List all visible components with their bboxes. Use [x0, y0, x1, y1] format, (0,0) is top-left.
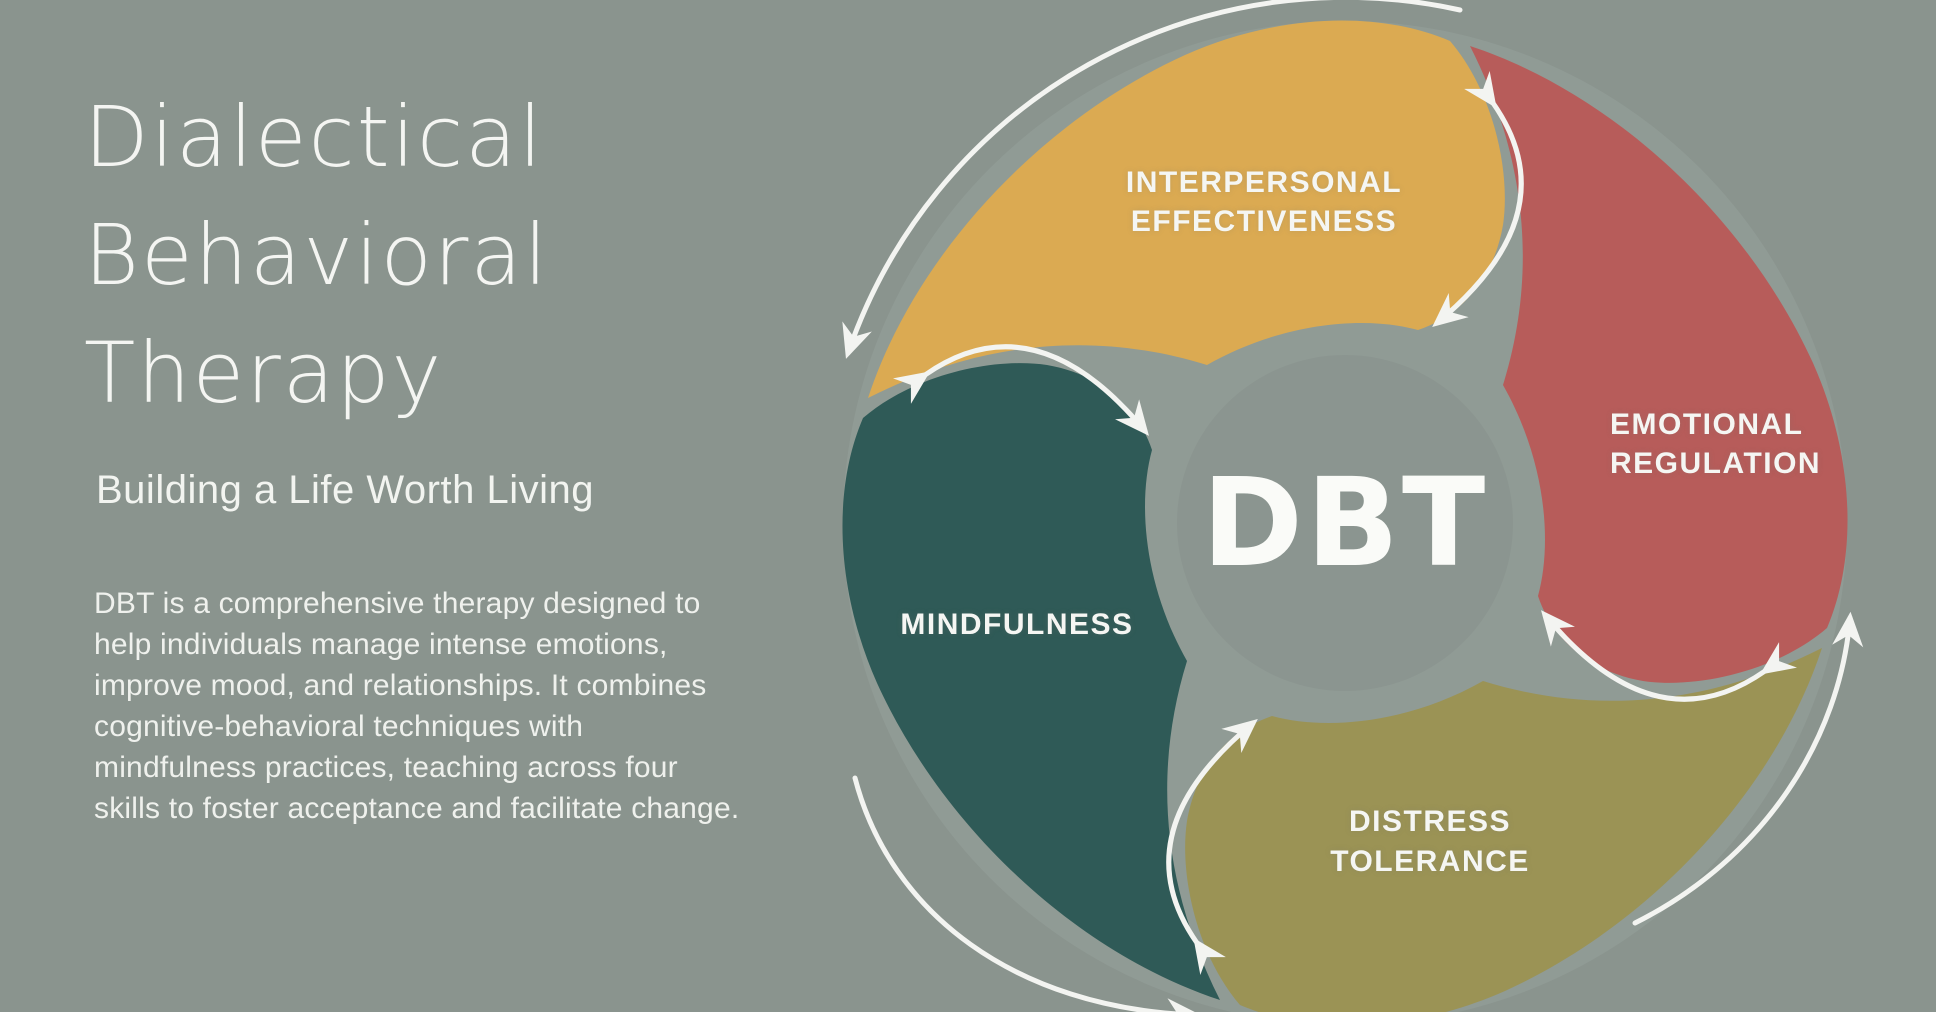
label-line: TOLERANCE — [1330, 845, 1530, 878]
label-line: REGULATION — [1610, 447, 1822, 480]
label-interpersonal-effectiveness: INTERPERSONAL EFFECTIVENESS — [1064, 163, 1464, 241]
outer-arrow-right — [1632, 611, 1864, 926]
page-description: DBT is a comprehensive therapy designed … — [94, 587, 740, 825]
label-mindfulness: MINDFULNESS — [867, 605, 1167, 644]
label-emotional-regulation: EMOTIONAL REGULATION — [1610, 405, 1936, 483]
label-distress-tolerance: DISTRESS TOLERANCE — [1230, 802, 1630, 882]
center-dbt-label: DBT — [1201, 452, 1489, 594]
page-title: Dialectical Behavioral Therapy — [84, 88, 550, 422]
label-line: INTERPERSONAL — [1125, 166, 1403, 199]
label-line: MINDFULNESS — [900, 608, 1134, 641]
center-circle — [1177, 355, 1513, 691]
page-subtitle: Building a Life Worth Living — [96, 468, 594, 512]
outer-arrow-top-left — [842, 0, 1463, 359]
label-line: EMOTIONAL — [1610, 408, 1804, 441]
outer-arrow-bottom — [852, 775, 1202, 1012]
label-line: EFFECTIVENESS — [1130, 205, 1398, 238]
label-line: DISTRESS — [1348, 805, 1512, 838]
